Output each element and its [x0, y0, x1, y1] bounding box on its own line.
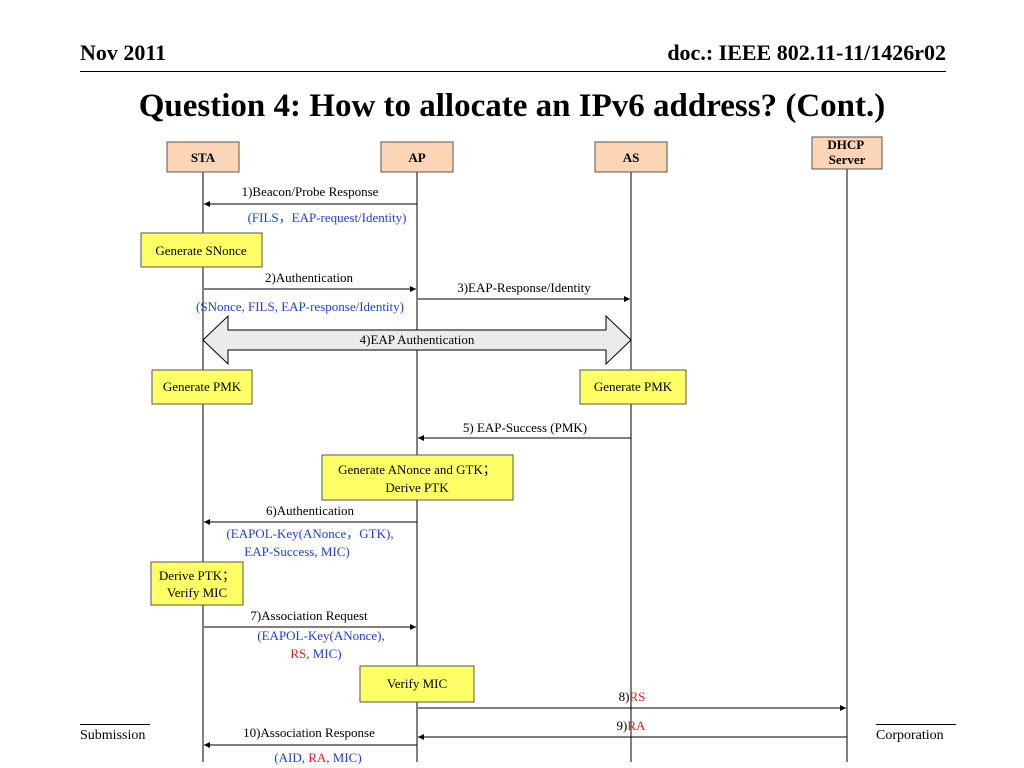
msg-5-label: 5) EAP-Success (PMK) [463, 420, 587, 435]
footer-divider-left [80, 724, 150, 725]
svg-text:Verify MIC: Verify MIC [167, 585, 227, 600]
svg-text:Generate ANonce and GTK；: Generate ANonce and GTK； [338, 462, 496, 478]
header-date: Nov 2011 [80, 40, 167, 65]
action-as-generate-pmk: Generate PMK [579, 369, 687, 405]
msg-2-label: 2)Authentication [265, 270, 354, 285]
action-ap-verify-mic: Verify MIC [359, 665, 475, 703]
footer-divider-right [876, 724, 956, 725]
entity-ap: AP [380, 141, 454, 173]
msg-1-label: 1)Beacon/Probe Response [242, 184, 379, 199]
entity-ap-label: AP [408, 150, 425, 165]
msg-10-label: 10)Association Response [243, 725, 375, 740]
svg-text:Generate PMK: Generate PMK [163, 379, 242, 394]
slide-title: Question 4: How to allocate an IPv6 addr… [138, 88, 886, 124]
msg-4-double-arrow [202, 314, 632, 366]
msg-1-params: (FILS，EAP-request/Identity) [248, 210, 407, 225]
svg-text:Derive PTK；: Derive PTK； [159, 568, 235, 584]
svg-text:Derive PTK: Derive PTK [385, 480, 449, 495]
msg-3-label: 3)EAP-Response/Identity [457, 280, 591, 295]
header-doc-id: doc.: IEEE 802.11-11/1426r02 [667, 40, 946, 65]
msg-7-label: 7)Association Request [250, 608, 368, 623]
msg-6-params-2: EAP-Success, MIC) [244, 544, 349, 559]
header-divider [80, 71, 946, 72]
entity-as: AS [594, 141, 668, 173]
msg-8-label: 8)RS [619, 689, 646, 704]
entity-as-label: AS [623, 150, 640, 165]
action-generate-snonce: Generate SNonce [140, 232, 263, 268]
svg-text:Generate SNonce: Generate SNonce [155, 243, 247, 258]
msg-4-label: 4)EAP Authentication [360, 332, 475, 347]
entity-dhcp-label: DHCP Server [827, 137, 866, 167]
action-sta-generate-pmk: Generate PMK [151, 369, 253, 405]
footer-submission: Submission [80, 728, 146, 743]
msg-10-params: (AID, RA, MIC) [274, 750, 361, 765]
svg-text:Generate PMK: Generate PMK [594, 379, 673, 394]
entity-dhcp-server: DHCP Server [811, 136, 883, 170]
msg-6-params-1: (EAPOL-Key(ANonce，GTK), [226, 526, 393, 541]
msg-9-label: 9)RA [617, 718, 647, 733]
footer-organization: Corporation [876, 728, 944, 743]
action-ap-generate-anonce-gtk: Generate ANonce and GTK； Derive PTK [321, 454, 514, 501]
msg-7-params-2: RS, MIC) [290, 646, 341, 661]
msg-6-label: 6)Authentication [266, 503, 355, 518]
entity-sta-label: STA [191, 150, 216, 165]
msg-7-params-1: (EAPOL-Key(ANonce), [257, 628, 384, 643]
entity-sta: STA [166, 141, 240, 173]
msg-2-params: (SNonce, FILS, EAP-response/Identity) [196, 299, 404, 314]
svg-text:Verify MIC: Verify MIC [387, 676, 447, 691]
action-sta-derive-ptk: Derive PTK； Verify MIC [150, 561, 244, 606]
